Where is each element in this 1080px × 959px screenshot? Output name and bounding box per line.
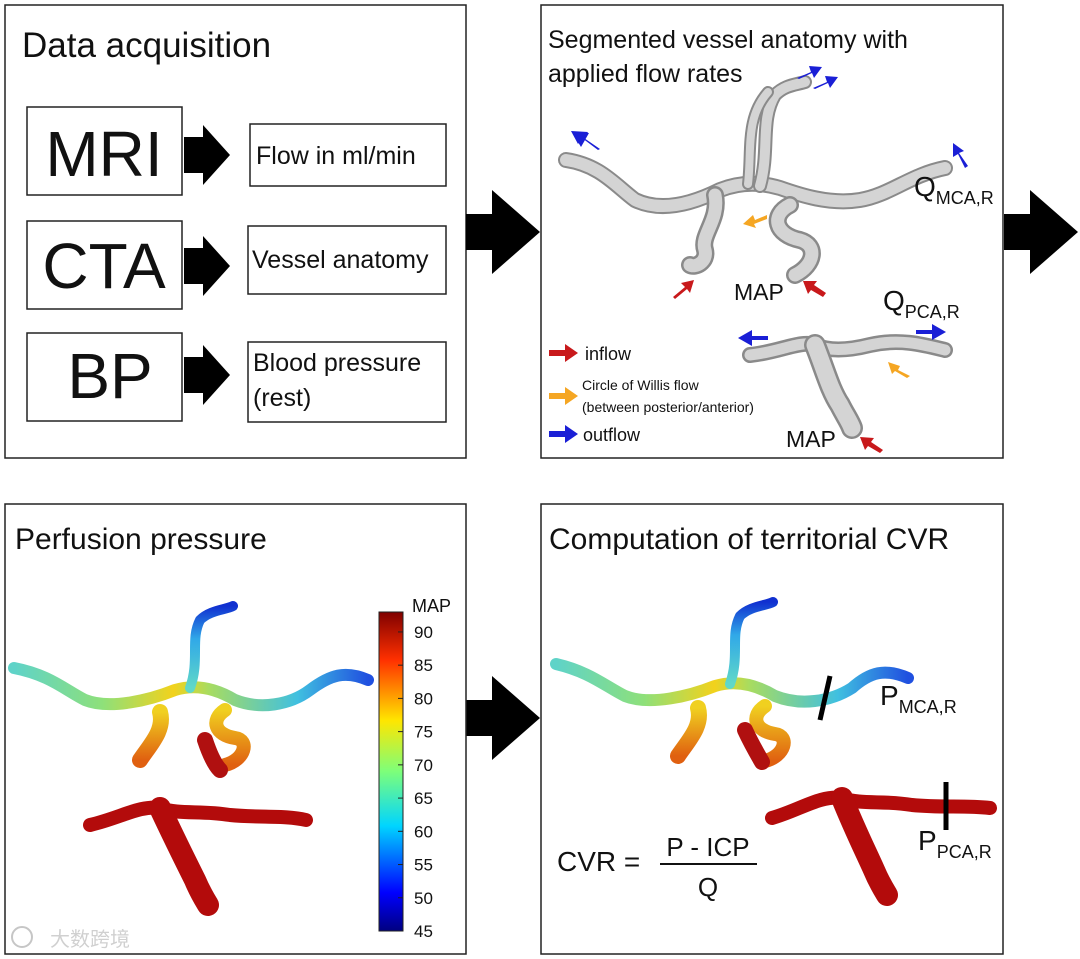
output-box (247, 225, 447, 295)
inflow-arrow-icon (549, 344, 578, 362)
panel-segmented-anatomy: Segmented vessel anatomy with applied fl… (540, 4, 1004, 459)
colored-vessel-tree (550, 597, 997, 906)
row-cta: CTA Vessel anatomy (26, 220, 447, 310)
formula-denominator: Q (698, 872, 718, 902)
modality-box (26, 220, 183, 310)
circle-of-willis-arrows (743, 215, 910, 378)
colorbar: MAP 90 85 80 75 70 65 60 55 50 45 (378, 596, 451, 941)
colorbar-tick-label: 80 (414, 689, 433, 708)
colorbar-tick-label: 75 (414, 723, 433, 742)
modality-label: BP (67, 340, 152, 412)
panel-perfusion-pressure: Perfusion pressure MAP 90 85 80 75 70 65 60 55 5… (4, 503, 467, 955)
arrow-icon (184, 236, 230, 296)
cvr-formula: CVR = P - ICP Q (557, 832, 757, 902)
row-bp: BP Blood pressure (rest) (26, 332, 447, 423)
q-mca-label: QMCA,R (914, 171, 994, 208)
cow-arrow-icon (549, 387, 578, 405)
legend-inflow: inflow (585, 344, 632, 364)
mca-cut-line (817, 675, 833, 721)
modality-label: MRI (45, 118, 162, 190)
colorbar-title: MAP (412, 596, 451, 616)
colorbar-tick-label: 90 (414, 623, 433, 642)
panel-title: Computation of territorial CVR (549, 523, 949, 556)
panel-title: Perfusion pressure (15, 523, 267, 556)
arrow-icon (184, 125, 230, 185)
flow-arrow-icon (466, 676, 540, 760)
modality-label: CTA (42, 230, 166, 302)
colored-vessel-tree (8, 601, 374, 916)
panel-title-line2: applied flow rates (548, 60, 743, 88)
modality-box (26, 106, 183, 196)
watermark: 大数跨境 (11, 926, 130, 951)
legend-cow-line2: (between posterior/anterior) (582, 399, 754, 415)
row-mri: MRI Flow in ml/min (26, 106, 447, 196)
p-pca-label: PPCA,R (918, 825, 992, 862)
legend-cow-line1: Circle of Willis flow (582, 377, 700, 393)
colorbar-tick-label: 45 (414, 922, 433, 941)
watermark-text: 大数跨境 (50, 928, 130, 951)
colorbar-gradient (378, 611, 404, 932)
legend: inflow Circle of Willis flow (between po… (549, 344, 754, 445)
flow-arrow-icon (466, 190, 540, 274)
outflow-arrows (571, 66, 968, 346)
colorbar-tick-label: 60 (414, 822, 433, 841)
panel-title: Data acquisition (22, 26, 271, 65)
q-pca-label: QPCA,R (883, 285, 960, 322)
panel-title-line1: Segmented vessel anatomy with (548, 26, 908, 54)
arrow-icon (184, 345, 230, 405)
flow-arrow-icon (1004, 190, 1078, 274)
colorbar-tick-label: 85 (414, 656, 433, 675)
colorbar-tick-label: 50 (414, 889, 433, 908)
formula-numerator: P - ICP (666, 832, 749, 862)
vessel-tree-anterior (558, 75, 953, 284)
outflow-arrow-icon (549, 425, 578, 443)
output-label: Vessel anatomy (252, 246, 429, 274)
output-box (249, 123, 447, 187)
output-box (247, 341, 447, 423)
modality-box (26, 332, 183, 422)
map-label: MAP (786, 426, 836, 452)
p-mca-label: PMCA,R (880, 680, 957, 717)
output-label: Blood pressure (253, 349, 421, 377)
vessel-tree-posterior (742, 334, 953, 439)
panel-cvr: Computation of territorial CVR PMCA,R PP… (540, 503, 1004, 955)
colorbar-tick-label: 55 (414, 856, 433, 875)
colorbar-ticks: 90 85 80 75 70 65 60 55 50 45 (398, 623, 433, 941)
legend-outflow: outflow (583, 425, 641, 445)
output-label: Flow in ml/min (256, 142, 416, 170)
inflow-arrows (673, 280, 883, 453)
panel-data-acquisition: Data acquisition MRI Flow in ml/min CTA … (4, 4, 467, 459)
map-label: MAP (734, 279, 784, 305)
formula-lhs: CVR = (557, 846, 640, 877)
output-label-line2: (rest) (253, 384, 311, 412)
colorbar-tick-label: 70 (414, 756, 433, 775)
colorbar-tick-label: 65 (414, 789, 433, 808)
